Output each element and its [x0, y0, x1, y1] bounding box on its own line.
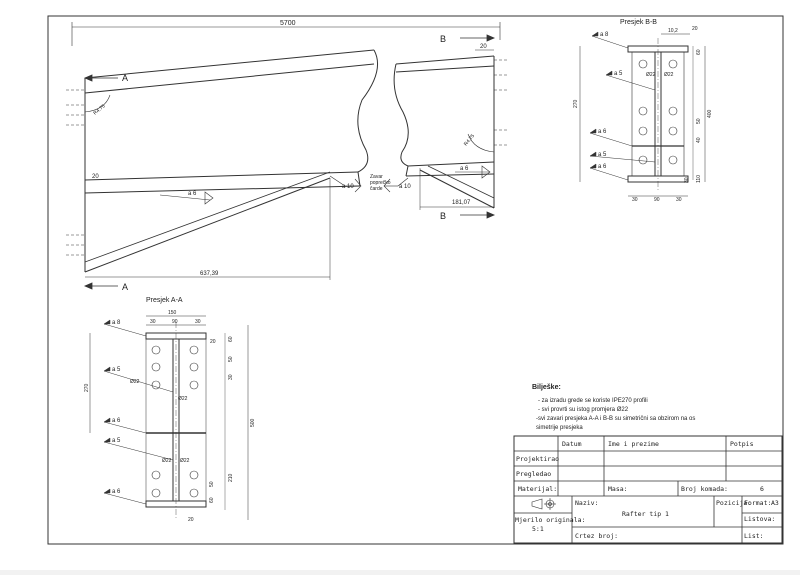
tb-mjerilo-val: 5:1: [532, 525, 544, 533]
tb-pozicija: Pozicija:: [716, 499, 751, 507]
section-bb: Presjek B-B 10,2 20 270 400 60 50 40: [573, 19, 713, 203]
dim-20-left: 20: [92, 174, 99, 180]
aa-hole-label-3: Ø22: [162, 458, 172, 464]
aa-dim-60: 60: [228, 336, 234, 342]
tb-pregledao: Pregledao: [516, 470, 551, 478]
aa-weld-a8: a 8: [112, 320, 121, 326]
weld-note-3: čarde: [370, 186, 383, 192]
aa-dim-30b: 30: [195, 319, 201, 325]
tb-datum: Datum: [562, 440, 582, 448]
projection-symbol-icon: [531, 498, 556, 510]
weld-a10-right: a 10: [399, 184, 411, 190]
aa-hole-label-2: Ø22: [178, 396, 188, 402]
bb-dim-30v: 30: [684, 177, 690, 183]
note-line-3: -svi zavari presjeka A-A i B-B su simetr…: [536, 416, 695, 422]
aa-dim-60b: 60: [209, 497, 215, 503]
aa-weld-a5: a 5: [112, 367, 121, 373]
section-aa-title: Presjek A-A: [146, 297, 183, 304]
radius-right-label: R4.75: [463, 133, 476, 147]
bb-dim-50: 50: [696, 118, 702, 124]
bb-dim-110: 110: [696, 175, 702, 183]
bb-dim-top2: 20: [692, 26, 698, 32]
dim-20-right: 20: [480, 44, 487, 50]
bb-dim-40: 40: [696, 137, 702, 143]
notes: Bilješke: - za izradu grede se koriste I…: [532, 384, 695, 431]
note-line-4: simetrije presjeka: [536, 425, 583, 431]
dim-637: 637,39: [200, 271, 219, 277]
tb-masa: Masa:: [608, 485, 628, 493]
aa-dim-20-top: 20: [210, 339, 216, 345]
aa-dim-210: 210: [228, 473, 234, 482]
section-bb-title: Presjek B-B: [620, 19, 657, 26]
tb-crtez: Crtez broj:: [575, 532, 618, 540]
aa-weld-a6-2: a 6: [112, 489, 121, 495]
bb-hole-label-2: Ø22: [664, 72, 674, 78]
section-a-top-label: A: [122, 73, 128, 83]
bb-hole-label-1: Ø22: [646, 72, 656, 78]
dim-181: 181,07: [452, 200, 471, 206]
notes-title: Bilješke:: [532, 384, 561, 391]
weld-a10-left: a 10: [342, 184, 354, 190]
aa-weld-a5-2: a 5: [112, 438, 121, 444]
weld-a6-right: a 6: [460, 166, 469, 172]
aa-dim-50b: 50: [209, 481, 215, 487]
bb-dim-b90: 90: [654, 197, 660, 203]
weld-note-2: poprečko: [370, 180, 391, 186]
bb-weld-a5-2: a 5: [598, 152, 607, 158]
note-line-2: - svi provrti su istog promjera Ø22: [538, 407, 629, 413]
bb-dim-b30a: 30: [632, 197, 638, 203]
bb-dim-top1: 10,2: [668, 28, 678, 34]
section-b-bottom-label: B: [440, 211, 446, 221]
tb-listova: Listova:: [744, 515, 775, 523]
aa-dim-150: 150: [168, 310, 177, 316]
bb-weld-a6: a 6: [598, 129, 607, 135]
bb-dim-60: 60: [696, 49, 702, 55]
aa-hole-label-1: Ø22: [130, 379, 140, 385]
tb-format: Format:: [744, 499, 771, 507]
aa-weld-a6: a 6: [112, 418, 121, 424]
sheet-frame: [47, 15, 784, 545]
tb-mjerilo: Mjerilo originala:: [515, 516, 585, 524]
section-aa: Presjek A-A 150 30 90 30 20 270 500: [84, 297, 256, 523]
bb-weld-a5: a 5: [614, 71, 623, 77]
tb-list: List:: [744, 532, 764, 540]
aa-dim-270: 270: [84, 383, 90, 392]
weld-a6-main: a 6: [188, 191, 197, 197]
tb-naziv-val: Rafter tip 1: [622, 510, 669, 518]
tb-ime: Ime i prezime: [608, 440, 659, 448]
tb-broj-komada-val: 6: [760, 485, 764, 493]
bb-dim-270: 270: [573, 99, 579, 108]
dim-overall-length: 5700: [280, 20, 296, 27]
bb-dim-400: 400: [707, 109, 713, 118]
tb-broj-komada: Broj komada:: [681, 485, 728, 493]
aa-dim-90: 90: [172, 319, 178, 325]
main-elevation: 5700 R: [66, 20, 508, 292]
aa-dim-30r: 30: [228, 374, 234, 380]
tb-materijal: Materijal:: [518, 485, 557, 493]
section-a-bottom-label: A: [122, 282, 128, 292]
bb-weld-a8: a 8: [600, 32, 609, 38]
tb-projektirao: Projektirao: [516, 455, 559, 463]
bb-weld-a6-2: a 6: [598, 164, 607, 170]
tb-naziv: Naziv:: [575, 499, 598, 507]
radius-left-label: R4.75: [92, 103, 106, 116]
aa-dim-30a: 30: [150, 319, 156, 325]
title-block: Datum Ime i prezime Potpis Projektirao P…: [513, 435, 783, 544]
aa-hole-label-4: Ø22: [180, 458, 190, 464]
aa-dim-500: 500: [250, 418, 256, 427]
aa-dim-20-bottom: 20: [188, 517, 194, 523]
note-line-1: - za izradu grede se koriste IPE270 prof…: [538, 398, 648, 404]
weld-note-1: Zavar: [370, 174, 383, 180]
tb-potpis: Potpis: [730, 440, 754, 448]
tb-format-val: A3: [771, 499, 779, 507]
bb-dim-b30b: 30: [676, 197, 682, 203]
section-b-top-label: B: [440, 34, 446, 44]
aa-dim-50: 50: [228, 356, 234, 362]
